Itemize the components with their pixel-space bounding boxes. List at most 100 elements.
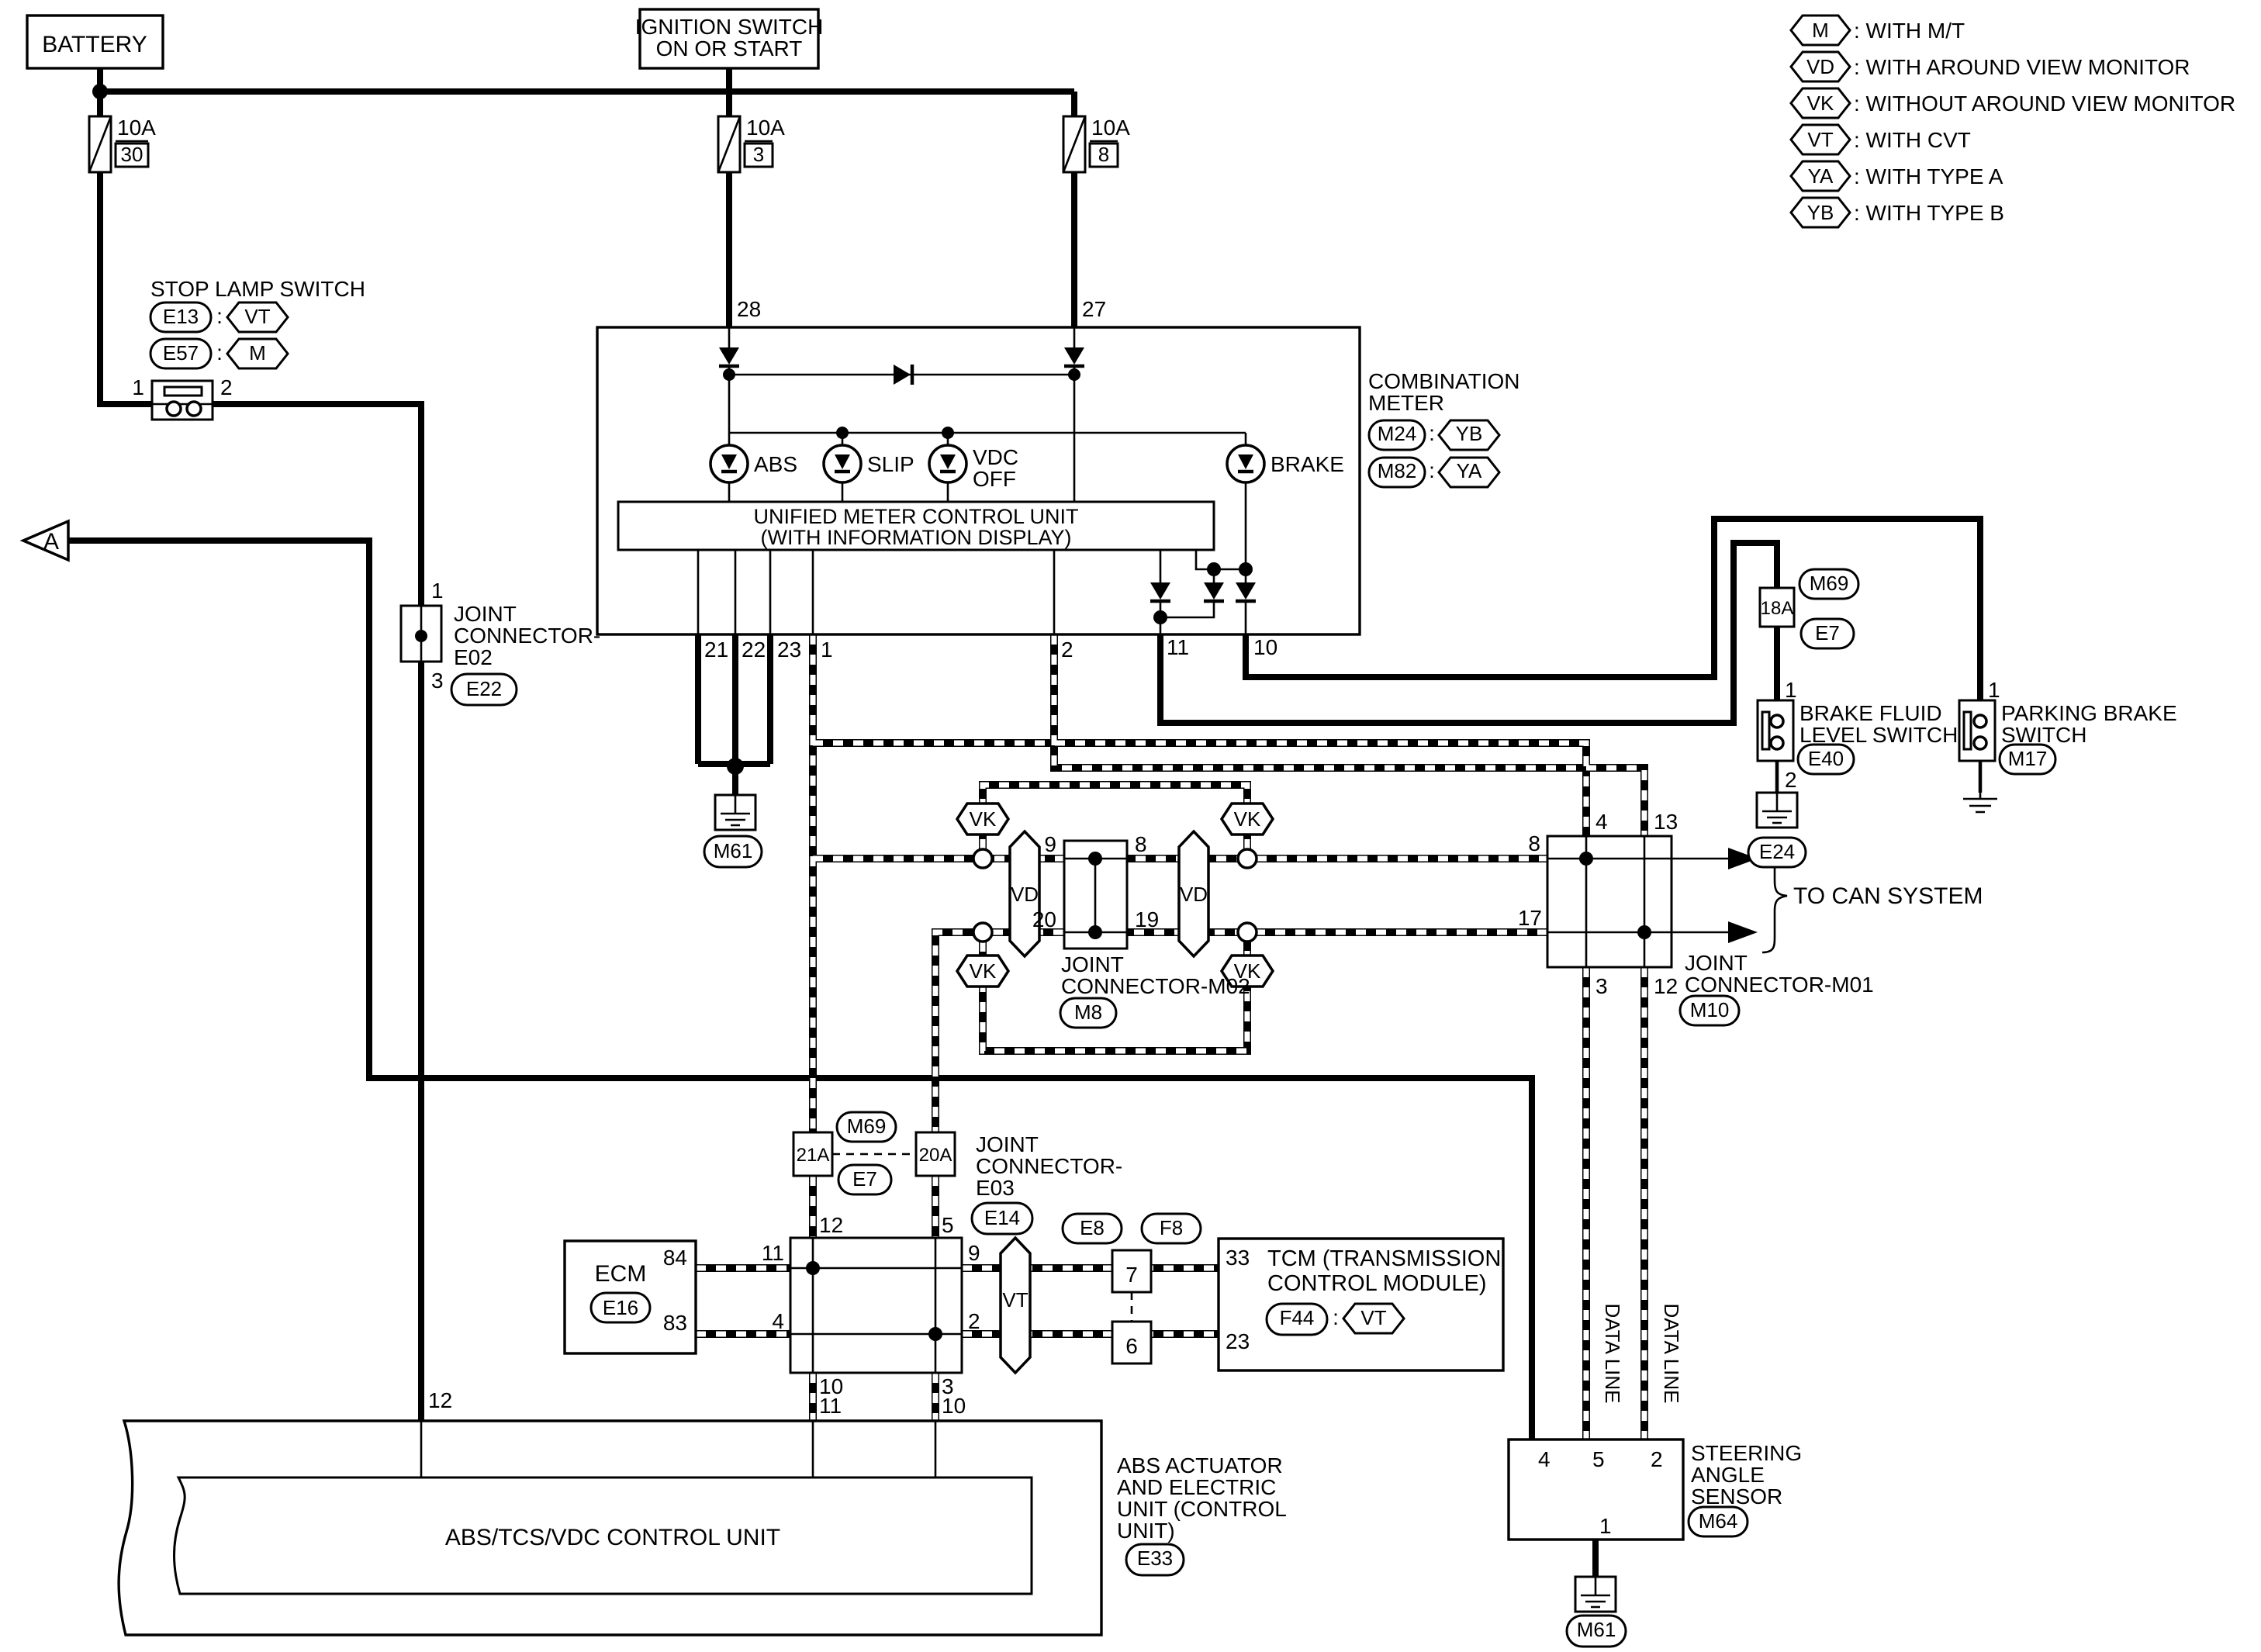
label-m01-p17: 17 — [1518, 906, 1542, 930]
label-bf-t1: BRAKE FLUID — [1799, 701, 1942, 725]
diode — [1204, 582, 1224, 603]
ground-m61-sensor — [1574, 1575, 1617, 1613]
fuse-30-number-box — [114, 142, 150, 168]
unified-meter-control-unit-box — [617, 500, 1215, 551]
label-tcm-t1: TCM (TRANSMISSION — [1267, 1246, 1501, 1271]
label-e03-t3: E03 — [976, 1176, 1015, 1200]
label-bf-t2: LEVEL SWITCH — [1799, 723, 1958, 747]
label-lamp-abs: ABS — [754, 452, 797, 476]
label-bf-ref: E40 — [1808, 747, 1844, 770]
label-ign-1: IGNITION SWITCH — [635, 15, 824, 39]
oval-m10 — [1678, 994, 1741, 1027]
umcu-output-stubs — [697, 550, 1056, 634]
label-m01-ref: M10 — [1690, 998, 1730, 1021]
stop-lamp-switch-symbol — [163, 385, 203, 417]
label-ecm83: 83 — [663, 1311, 687, 1335]
oval-e22 — [450, 672, 518, 707]
legend-code-M: M — [1812, 19, 1829, 42]
e03-grid-internal — [790, 1238, 962, 1373]
label-bf-p2: 2 — [1785, 768, 1797, 792]
label-lamp-slip: SLIP — [867, 452, 914, 476]
meter-pin2-to-m01-pin13-pattern — [1051, 634, 1647, 836]
joint-connector-m01-box — [1546, 835, 1673, 969]
label-g10: 10 — [819, 1374, 843, 1398]
label-cm-1: COMBINATION — [1368, 369, 1519, 393]
label-m02-ref: M8 — [1074, 1001, 1102, 1024]
label-sas-t1: STEERING — [1691, 1441, 1802, 1465]
oval-e13 — [149, 301, 213, 334]
abs-unit-inner-box — [173, 1476, 1033, 1595]
label-e7a: E7 — [852, 1167, 877, 1191]
label-cm-2: METER — [1368, 391, 1444, 415]
ground-symbols — [714, 791, 1997, 1613]
label-e03-ref: E14 — [984, 1206, 1020, 1229]
diode-symbols — [719, 347, 1256, 603]
legend-desc-VT: : WITH CVT — [1854, 128, 1971, 152]
can-arrowhead — [1728, 848, 1758, 869]
connector-ovals — [149, 301, 2057, 1648]
brake-lamp — [1226, 444, 1266, 484]
vk-bottom-loop-pattern — [980, 942, 1250, 1054]
internal-wires — [152, 327, 1728, 1477]
steering-angle-sensor-box — [1507, 1438, 1685, 1541]
line-a-to-m01-pin4-pattern — [813, 740, 1589, 836]
label-cm-m82: M82 — [1378, 459, 1417, 482]
label-g12: 12 — [819, 1213, 843, 1237]
label-e02-t1: JOINT — [454, 602, 517, 626]
label-e24: E24 — [1759, 840, 1795, 863]
label-pin27: 27 — [1082, 297, 1106, 321]
oval-f8 — [1140, 1212, 1202, 1245]
ground-e24 — [1755, 791, 1799, 829]
label-m02-p8: 8 — [1135, 832, 1147, 856]
label-umcu-2: (WITH INFORMATION DISPLAY) — [761, 526, 1072, 549]
vk-hex — [955, 802, 1011, 836]
label-e03-t1: JOINT — [976, 1132, 1039, 1156]
oval-e14 — [970, 1201, 1034, 1236]
oval-e7-top — [1799, 617, 1855, 650]
label-sas-p2: 2 — [1651, 1447, 1663, 1471]
label-f18a: 18A — [1761, 598, 1794, 619]
abs-lamp — [709, 444, 749, 484]
label-cm-c2: : — [1429, 458, 1435, 482]
label-e8: E8 — [1080, 1216, 1105, 1239]
legend-code-VK: VK — [1807, 92, 1834, 115]
label-abs-p11: 11 — [819, 1394, 842, 1418]
legend-code-VT: VT — [1807, 128, 1833, 151]
oval-e8 — [1061, 1212, 1123, 1245]
label-f30-amp: 10A — [117, 116, 156, 140]
label-mp2: 2 — [1061, 638, 1073, 662]
label-vt-e03: VT — [1002, 1288, 1028, 1312]
oval-m69-top — [1798, 568, 1860, 600]
label-vd2: VD — [1180, 883, 1208, 906]
label-f3-num: 3 — [753, 143, 764, 166]
label-cm-c1: : — [1429, 421, 1435, 445]
label-sas-p1: 1 — [1599, 1514, 1612, 1538]
parking-brake-feed-wire — [1243, 516, 1983, 715]
battery-box — [26, 14, 164, 70]
legend-hex-YA — [1789, 160, 1851, 192]
lower-can-row-pattern — [932, 929, 1547, 1132]
meter-ground-wires — [695, 634, 773, 795]
label-m01-p8: 8 — [1528, 831, 1540, 855]
label-m69a: M69 — [847, 1115, 887, 1138]
label-sls-e57: E57 — [163, 341, 199, 365]
diode — [1150, 582, 1170, 603]
inline-pin7-box — [1111, 1249, 1153, 1294]
oval-m61-meter — [703, 835, 763, 869]
diode — [1064, 347, 1084, 368]
label-sls-c1: : — [216, 304, 223, 328]
vdc-off-lamp — [928, 444, 968, 484]
legend-hex-M — [1789, 14, 1851, 47]
label-m02-p19: 19 — [1135, 907, 1159, 931]
oval-m17 — [1998, 743, 2057, 776]
label-tcm23: 23 — [1226, 1329, 1250, 1353]
oval-e40 — [1796, 743, 1855, 776]
hex-yb — [1437, 419, 1501, 451]
fuse-3 — [717, 115, 774, 174]
label-bat-title: BATTERY — [42, 32, 147, 57]
label-mp10: 10 — [1253, 635, 1277, 659]
label-a-tag: A — [43, 529, 59, 555]
label-f8-num: 8 — [1098, 143, 1109, 166]
branch-circle — [972, 848, 994, 869]
label-m01-p12: 12 — [1654, 974, 1678, 998]
